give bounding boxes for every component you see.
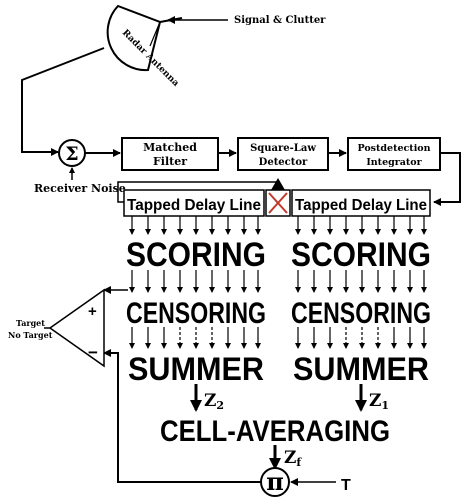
tapped-delay-line-right: Tapped Delay Line xyxy=(291,189,431,217)
square-law-detector-block: Square-Law Detector xyxy=(237,137,329,171)
z2-label: Z2 xyxy=(204,391,224,412)
pi-symbol: π xyxy=(266,467,284,496)
postdetection-line2: Integrator xyxy=(366,157,422,168)
comparator-plus: + xyxy=(88,303,97,320)
summer-left: SUMMER xyxy=(128,351,264,387)
z1-label: Z1 xyxy=(369,391,389,412)
comparator: + − xyxy=(48,288,105,368)
matched-filter-line2: Filter xyxy=(153,155,187,168)
cell-under-test xyxy=(265,178,291,217)
zf-label: Zf xyxy=(284,448,302,469)
postdetection-line1: Postdetection xyxy=(357,143,430,154)
scoring-left: SCORING xyxy=(126,236,266,274)
no-target-label: No Target xyxy=(8,330,53,340)
censoring-left: CENSORING xyxy=(126,297,266,330)
sum-node: Σ xyxy=(58,139,86,167)
integrator-to-delay-line xyxy=(433,152,461,206)
matched-filter-line1: Matched xyxy=(143,141,197,154)
signal-clutter-label: Signal & Clutter xyxy=(234,15,326,26)
target-label: Target xyxy=(16,318,45,328)
scoring-right: SCORING xyxy=(291,236,431,274)
sum-symbol: Σ xyxy=(65,143,78,165)
tap-arrows xyxy=(129,216,427,349)
tapped-delay-line-left: Tapped Delay Line xyxy=(123,189,265,217)
comparator-minus: − xyxy=(88,343,98,362)
receiver-noise-label: Receiver Noise xyxy=(34,182,126,195)
threshold-to-comparator-line xyxy=(103,349,261,483)
square-law-line2: Detector xyxy=(259,157,308,168)
tapped-delay-left-label: Tapped Delay Line xyxy=(127,197,261,214)
censoring-right: CENSORING xyxy=(291,297,431,330)
matched-filter-block: Matched Filter xyxy=(121,137,219,171)
radar-antenna: Radar Antenna xyxy=(106,4,183,89)
square-law-line1: Square-Law xyxy=(250,143,316,154)
cell-averaging-label: CELL-AVERAGING xyxy=(160,415,390,448)
postdetection-integrator-block: Postdetection Integrator xyxy=(347,137,441,171)
multiplier-node: π xyxy=(260,467,290,497)
summer-right: SUMMER xyxy=(293,351,429,387)
threshold-label: T xyxy=(341,477,351,494)
tapped-delay-right-label: Tapped Delay Line xyxy=(295,197,427,214)
antenna-to-sum-line xyxy=(21,47,105,156)
